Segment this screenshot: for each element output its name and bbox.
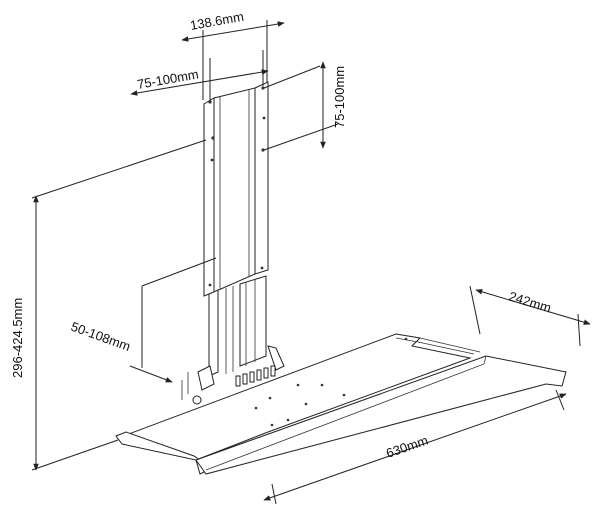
dim-tray-depth: 242mm <box>469 285 591 347</box>
label-tray-width: 630mm <box>384 433 430 461</box>
label-height-range: 296-424.5mm <box>10 298 25 378</box>
dim-adjust-range: 50-108mm <box>69 257 217 383</box>
label-top-width: 138.6mm <box>189 9 245 33</box>
dim-vesa-vertical: 75-100mm <box>263 61 347 151</box>
dim-height-range: 296-424.5mm <box>10 139 207 471</box>
label-adjust-range: 50-108mm <box>69 319 133 354</box>
label-vesa-vertical: 75-100mm <box>332 66 347 128</box>
keyboard-tray <box>115 333 567 475</box>
label-tray-depth: 242mm <box>507 289 553 316</box>
mount-column <box>181 81 285 405</box>
